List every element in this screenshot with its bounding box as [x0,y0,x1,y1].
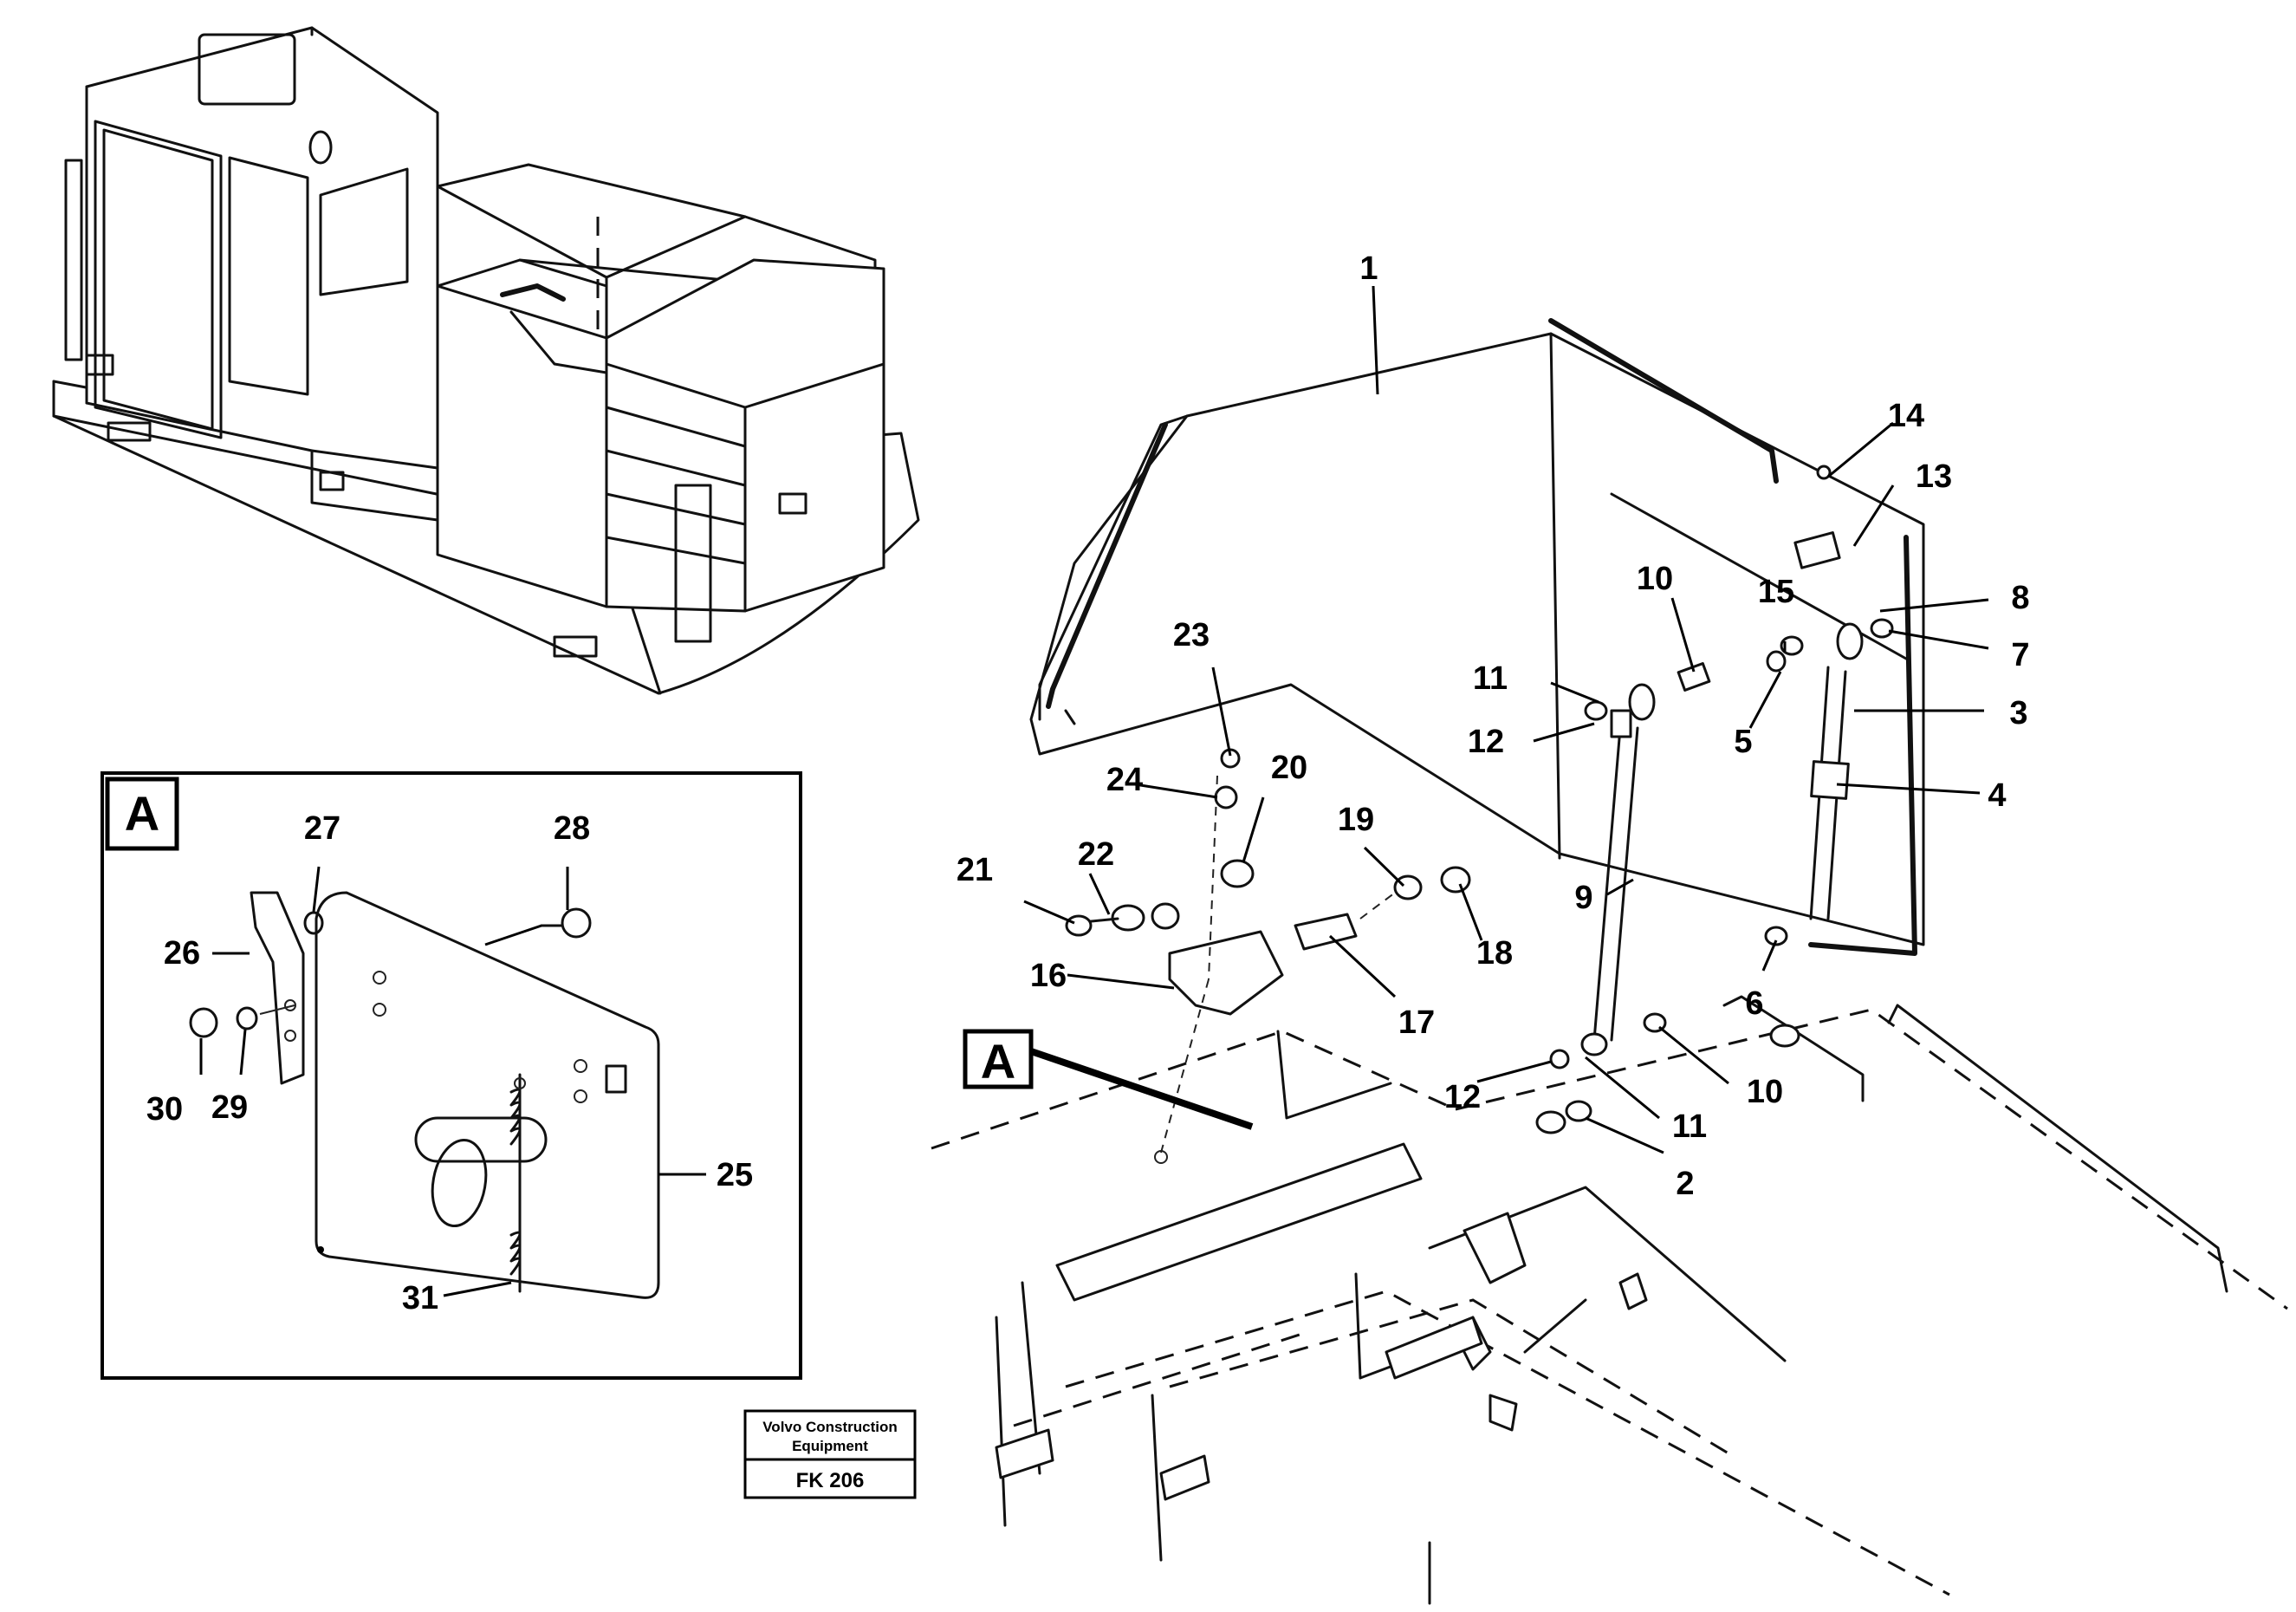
callout-18: 18 [1476,935,1513,972]
callout-21: 21 [957,852,993,888]
detail-a-reference-label: A [981,1034,1015,1089]
callouts: 1 14 13 10 15 8 7 23 11 3 5 12 20 24 4 1… [146,250,2030,1316]
callout-4: 4 [1988,777,2006,814]
callout-6: 6 [1745,985,1763,1022]
callout-5: 5 [1734,724,1752,760]
machine-overview [52,26,920,695]
callout-25: 25 [717,1157,753,1193]
callout-30: 30 [146,1091,183,1128]
callout-16: 16 [1030,958,1067,994]
callout-10a: 10 [1637,561,1673,597]
callout-26: 26 [164,935,200,972]
callout-11a: 11 [1473,660,1508,697]
callout-14: 14 [1888,398,1924,434]
callout-22: 22 [1078,836,1114,873]
callout-10b: 10 [1747,1074,1783,1110]
callout-1: 1 [1359,250,1378,287]
detail-a-panel: A [101,771,802,1380]
leader-lines [1023,285,1989,1154]
title-block: Volvo Construction Equipment FK 206 [743,1409,917,1499]
callout-27: 27 [304,810,341,847]
callout-9: 9 [1574,880,1592,916]
callout-31: 31 [402,1280,438,1316]
callout-13: 13 [1916,458,1952,495]
title-block-line2: Equipment [792,1438,868,1454]
callout-12b: 12 [1444,1079,1481,1115]
callout-28: 28 [554,810,590,847]
callout-19: 19 [1338,802,1374,838]
callout-11b: 11 [1672,1108,1707,1145]
callout-7: 7 [2011,637,2029,673]
callout-3: 3 [2009,695,2027,731]
title-block-line1: Volvo Construction [762,1419,898,1435]
exploded-view: A [931,318,2288,1605]
callout-17: 17 [1398,1004,1435,1041]
callout-24: 24 [1106,762,1143,798]
callout-2: 2 [1676,1166,1694,1202]
callout-8: 8 [2011,580,2029,616]
callout-15: 15 [1758,574,1794,610]
callout-20: 20 [1271,750,1307,786]
callout-29: 29 [211,1089,248,1126]
callout-23: 23 [1173,617,1210,653]
detail-a-label: A [125,786,159,841]
callout-12a: 12 [1468,724,1504,760]
title-block-code: FK 206 [796,1469,865,1492]
